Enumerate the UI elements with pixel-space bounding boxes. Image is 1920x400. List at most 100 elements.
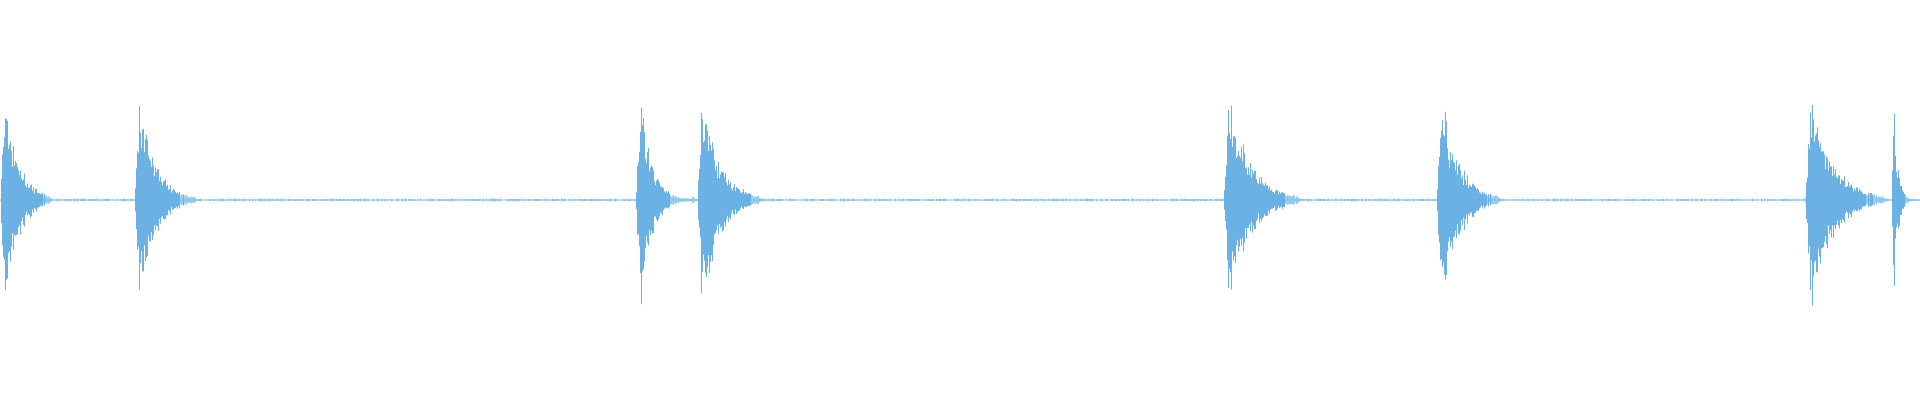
waveform-sample [1606,199,1607,201]
waveform-sample [420,198,421,202]
waveform-sample [448,198,449,202]
waveform-sample [1183,199,1184,201]
waveform-sample [187,195,188,204]
waveform-sample [1542,199,1543,201]
waveform-sample [408,199,409,201]
waveform-sample [73,198,74,202]
waveform-sample [1474,185,1475,214]
waveform-sample [710,144,711,262]
waveform-sample [102,199,103,201]
waveform-sample [124,198,125,202]
waveform-sample [1128,198,1129,202]
waveform-sample [150,161,151,242]
waveform-sample [21,178,22,222]
waveform-sample [1546,199,1547,201]
waveform-sample [1164,199,1165,201]
waveform-sample [1707,199,1708,201]
waveform-sample [421,199,422,201]
waveform-sample [1042,198,1043,201]
waveform-sample [1500,198,1501,202]
waveform-sample [679,197,680,202]
waveform-sample [1279,191,1280,208]
waveform-sample [1752,198,1753,202]
waveform-sample [322,199,323,202]
waveform-sample [22,180,23,218]
waveform-sample [500,199,501,201]
waveform-sample [824,199,825,201]
waveform-sample [524,199,525,201]
waveform-sample [233,199,234,201]
waveform-sample [917,198,918,201]
waveform-sample [863,199,864,201]
waveform-sample [224,199,225,201]
waveform-sample [237,199,238,201]
waveform-sample [1756,199,1757,201]
waveform-sample [703,142,704,255]
waveform-sample [654,181,655,217]
waveform-sample [1627,199,1628,201]
waveform-sample [1187,199,1188,201]
waveform-sample [1525,199,1526,201]
waveform-sample [315,199,316,201]
waveform-sample [955,198,956,202]
waveform-sample [383,199,384,201]
waveform-sample [1710,199,1711,201]
waveform-sample [388,199,389,201]
waveform-sample [752,195,753,204]
waveform-sample [1440,138,1441,260]
waveform-sample [776,199,777,201]
waveform-sample [152,157,153,240]
waveform-sample [1670,199,1671,201]
waveform-sample [1697,198,1698,202]
waveform-sample [923,199,924,201]
waveform-sample [327,199,328,201]
waveform-sample [1775,199,1776,201]
waveform-sample [1458,165,1459,234]
waveform-sample [1052,199,1053,202]
waveform-sample [212,199,213,202]
waveform-sample [564,198,565,202]
waveform-sample [856,199,857,201]
waveform-sample [1540,199,1541,201]
waveform-sample [1613,198,1614,202]
waveform-sample [1586,199,1587,201]
waveform-sample [730,182,731,220]
waveform-sample [396,199,397,201]
waveform-sample [1118,199,1119,201]
waveform-sample [1017,198,1018,202]
waveform-sample [1275,190,1276,211]
waveform-sample [1204,199,1205,202]
waveform-sample [728,179,729,222]
waveform-sample [1555,198,1556,202]
waveform-sample [573,198,574,202]
waveform-sample [1158,199,1159,201]
waveform-sample [766,198,767,202]
waveform-sample [259,198,260,202]
waveform-sample [821,199,822,201]
waveform-sample [1790,199,1791,201]
waveform-sample [1661,199,1662,201]
waveform-sample [751,194,752,205]
waveform-sample [1783,199,1784,202]
waveform-sample [628,199,629,201]
waveform-sample [1034,198,1035,202]
waveform-sample [1123,198,1124,202]
waveform-sample [1629,199,1630,202]
waveform-sample [1276,189,1277,211]
waveform-sample [1877,196,1878,204]
waveform-sample [1396,199,1397,201]
waveform-sample [828,198,829,202]
waveform-sample [579,198,580,202]
waveform-sample [485,199,486,201]
waveform-sample [1813,119,1814,276]
waveform-sample [517,198,518,202]
waveform-sample [377,199,378,201]
waveform-sample [1788,199,1789,201]
waveform-sample [1512,199,1513,201]
waveform-sample [127,198,128,202]
waveform-sample [392,199,393,201]
waveform-sample [149,159,150,242]
waveform-sample [1372,199,1373,201]
waveform-sample [653,170,654,234]
waveform-sample [1402,199,1403,201]
